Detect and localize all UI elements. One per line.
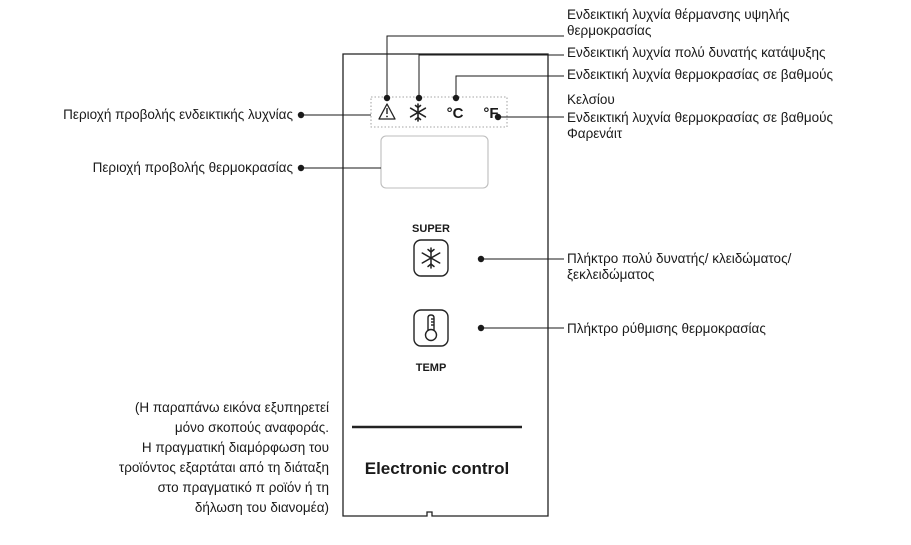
- leader-dot: [494, 113, 502, 121]
- control-panel-outline: [342, 53, 549, 517]
- label-high-temp-indicator-line2: θερμοκρασίας: [567, 23, 652, 38]
- celsius-symbol: °C: [447, 105, 464, 122]
- label-indicator-area: Περιοχή προβολής ενδεικτικής λυχνίας: [63, 107, 293, 122]
- leader-dot: [297, 111, 305, 119]
- temp-label: TEMP: [416, 362, 447, 374]
- label-fahrenheit-indicator-line2: Φαρενάιτ: [567, 126, 623, 141]
- label-celsius-indicator: Ενδεικτική λυχνία θερμοκρασίας σε βαθμού…: [567, 67, 834, 82]
- label-celsius-indicator-line2: Κελσίου: [567, 92, 615, 107]
- leader-dots: [297, 94, 502, 332]
- label-super-lock-button: Πλήκτρο πολύ δυνατής/ κλειδώματος/: [567, 251, 792, 266]
- thermometer-icon: [424, 314, 438, 342]
- leader-dot: [452, 94, 460, 102]
- snowflake-icon: [409, 103, 427, 122]
- note-line: Η πραγματική διαμόρφωση του: [141, 440, 329, 455]
- super-button[interactable]: [413, 239, 449, 277]
- leader-dot: [383, 94, 391, 102]
- label-temp-button: Πλήκτρο ρύθμισης θερμοκρασίας: [567, 321, 766, 336]
- note-line: (Η παραπάνω εικόνα εξυπηρετεί: [134, 400, 329, 415]
- note-line: μόνο σκοπούς αναφοράς.: [174, 420, 329, 435]
- leader-dot: [477, 324, 485, 332]
- label-super-lock-button-line2: ξεκλειδώματος: [567, 267, 655, 282]
- indicator-strip: [370, 96, 508, 128]
- brand-text: Electronic control: [365, 459, 510, 478]
- label-super-freeze-indicator: Ενδεικτική λυχνία πολύ δυνατής κατάψυξης: [567, 45, 826, 60]
- leader-dot: [477, 255, 485, 263]
- temp-button[interactable]: [413, 309, 449, 347]
- warning-icon: [378, 103, 396, 120]
- leader-dot: [297, 164, 305, 172]
- note-line: στο πραγματικό π ροϊόν ή τη: [157, 480, 329, 495]
- super-label: SUPER: [412, 223, 450, 235]
- leader-dot: [415, 94, 423, 102]
- super-snowflake-icon: [421, 247, 441, 269]
- note-line: δήλωση του διανομέα): [194, 500, 329, 515]
- leader-lines: [298, 35, 564, 329]
- temperature-display: [380, 135, 489, 189]
- label-high-temp-indicator: Ενδεικτική λυχνία θέρμανσης υψηλής: [567, 7, 790, 22]
- note-line: τροϊόντος εξαρτάται από τη διάταξη: [118, 460, 329, 475]
- label-fahrenheit-indicator: Ενδεικτική λυχνία θερμοκρασίας σε βαθμού…: [567, 110, 834, 125]
- fahrenheit-symbol: °F: [483, 105, 498, 122]
- label-temperature-area: Περιοχή προβολής θερμοκρασίας: [93, 160, 294, 175]
